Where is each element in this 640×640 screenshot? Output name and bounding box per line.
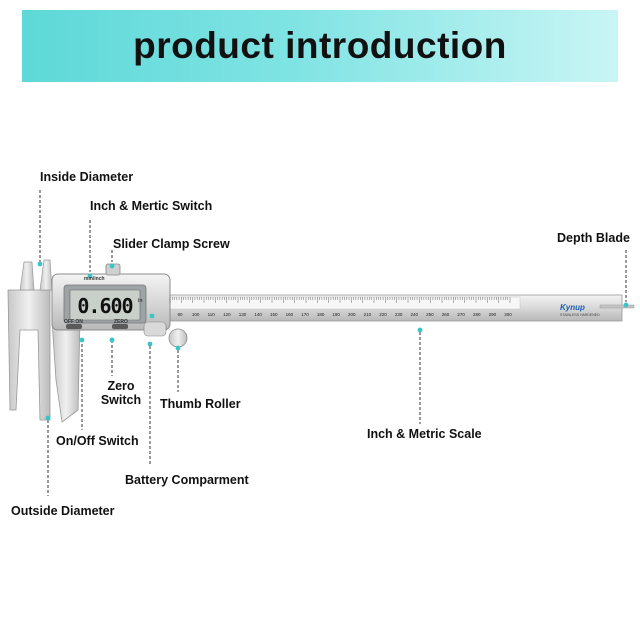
on-off-label[interactable]: OFF ON bbox=[64, 319, 83, 325]
label-inside-diameter: Inside Diameter bbox=[40, 170, 134, 184]
dot-battery bbox=[147, 341, 153, 347]
dot-zero-switch bbox=[109, 337, 115, 343]
title-banner: product introduction bbox=[22, 10, 618, 82]
scale-number: 280 bbox=[473, 312, 481, 317]
label-inch-mertic-switch: Inch & Mertic Switch bbox=[90, 199, 213, 213]
scale-number: 220 bbox=[379, 312, 387, 317]
moving-jaw bbox=[51, 319, 81, 423]
zero-label[interactable]: ZERO bbox=[114, 319, 128, 325]
zero-button bbox=[112, 324, 128, 329]
scale-number: 250 bbox=[426, 312, 434, 317]
lcd-unit: in bbox=[138, 298, 143, 304]
brand-subtitle: STAINLESS HARDENED bbox=[560, 313, 600, 317]
brand-logo: Kynup bbox=[560, 303, 585, 312]
label-on-off-switch: On/Off Switch bbox=[56, 434, 139, 448]
scale-number: 190 bbox=[332, 312, 340, 317]
scale-number: 260 bbox=[442, 312, 450, 317]
fixed-jaw bbox=[7, 289, 51, 421]
inside-jaw-fixed bbox=[19, 261, 35, 291]
on-off-button bbox=[66, 324, 82, 329]
inch-mm-button-label[interactable]: mm/inch bbox=[84, 276, 105, 282]
label-zero-switch: Zero Switch bbox=[100, 379, 142, 407]
label-battery-comparment: Battery Comparment bbox=[125, 473, 249, 487]
scale-number: 110 bbox=[208, 312, 216, 317]
dot-inside-diameter bbox=[37, 261, 43, 267]
scale-number: 130 bbox=[239, 312, 247, 317]
dot-inch-switch bbox=[87, 273, 93, 279]
dot-on-off bbox=[79, 337, 85, 343]
label-slider-clamp-screw: Slider Clamp Screw bbox=[113, 237, 230, 251]
scale-number: 230 bbox=[395, 312, 403, 317]
dot-clamp-screw bbox=[109, 263, 115, 269]
scale-number: 200 bbox=[348, 312, 356, 317]
lcd-reading: 0.600 bbox=[77, 294, 133, 318]
scale-number: 300 bbox=[504, 312, 512, 317]
scale-number: 90 bbox=[177, 312, 183, 317]
label-thumb-roller: Thumb Roller bbox=[160, 397, 241, 411]
battery-compartment bbox=[143, 321, 167, 337]
inside-jaw-moving bbox=[39, 259, 53, 291]
label-depth-blade: Depth Blade bbox=[557, 231, 630, 245]
thumb-roller bbox=[168, 328, 188, 348]
dot-thumb-roller bbox=[175, 345, 181, 351]
scale-number: 180 bbox=[317, 312, 325, 317]
banner-title: product introduction bbox=[133, 25, 507, 66]
scale-number: 240 bbox=[411, 312, 419, 317]
lcd-screen bbox=[69, 289, 141, 321]
scale-number: 160 bbox=[286, 312, 294, 317]
scale-number: 120 bbox=[223, 312, 231, 317]
scale-number: 170 bbox=[301, 312, 309, 317]
scale-number: 150 bbox=[270, 312, 278, 317]
scale-number: 290 bbox=[489, 312, 497, 317]
scale-number: 210 bbox=[364, 312, 372, 317]
dot-depth-blade bbox=[623, 302, 629, 308]
dot-scale bbox=[417, 327, 423, 333]
depth-blade bbox=[599, 304, 635, 309]
scale-number: 140 bbox=[254, 312, 262, 317]
label-outside-diameter: Outside Diameter bbox=[11, 504, 115, 518]
label-inch-metric-scale: Inch & Metric Scale bbox=[367, 427, 482, 441]
dot-outside-diameter bbox=[45, 415, 51, 421]
scale-number: 100 bbox=[192, 312, 200, 317]
scale-ticks bbox=[169, 297, 511, 303]
scale-number: 270 bbox=[457, 312, 465, 317]
dot-display bbox=[149, 313, 155, 319]
scale-numbers: 90 100 110 120 130 140 150 160 170 180 190 200 210 22… bbox=[177, 312, 512, 317]
